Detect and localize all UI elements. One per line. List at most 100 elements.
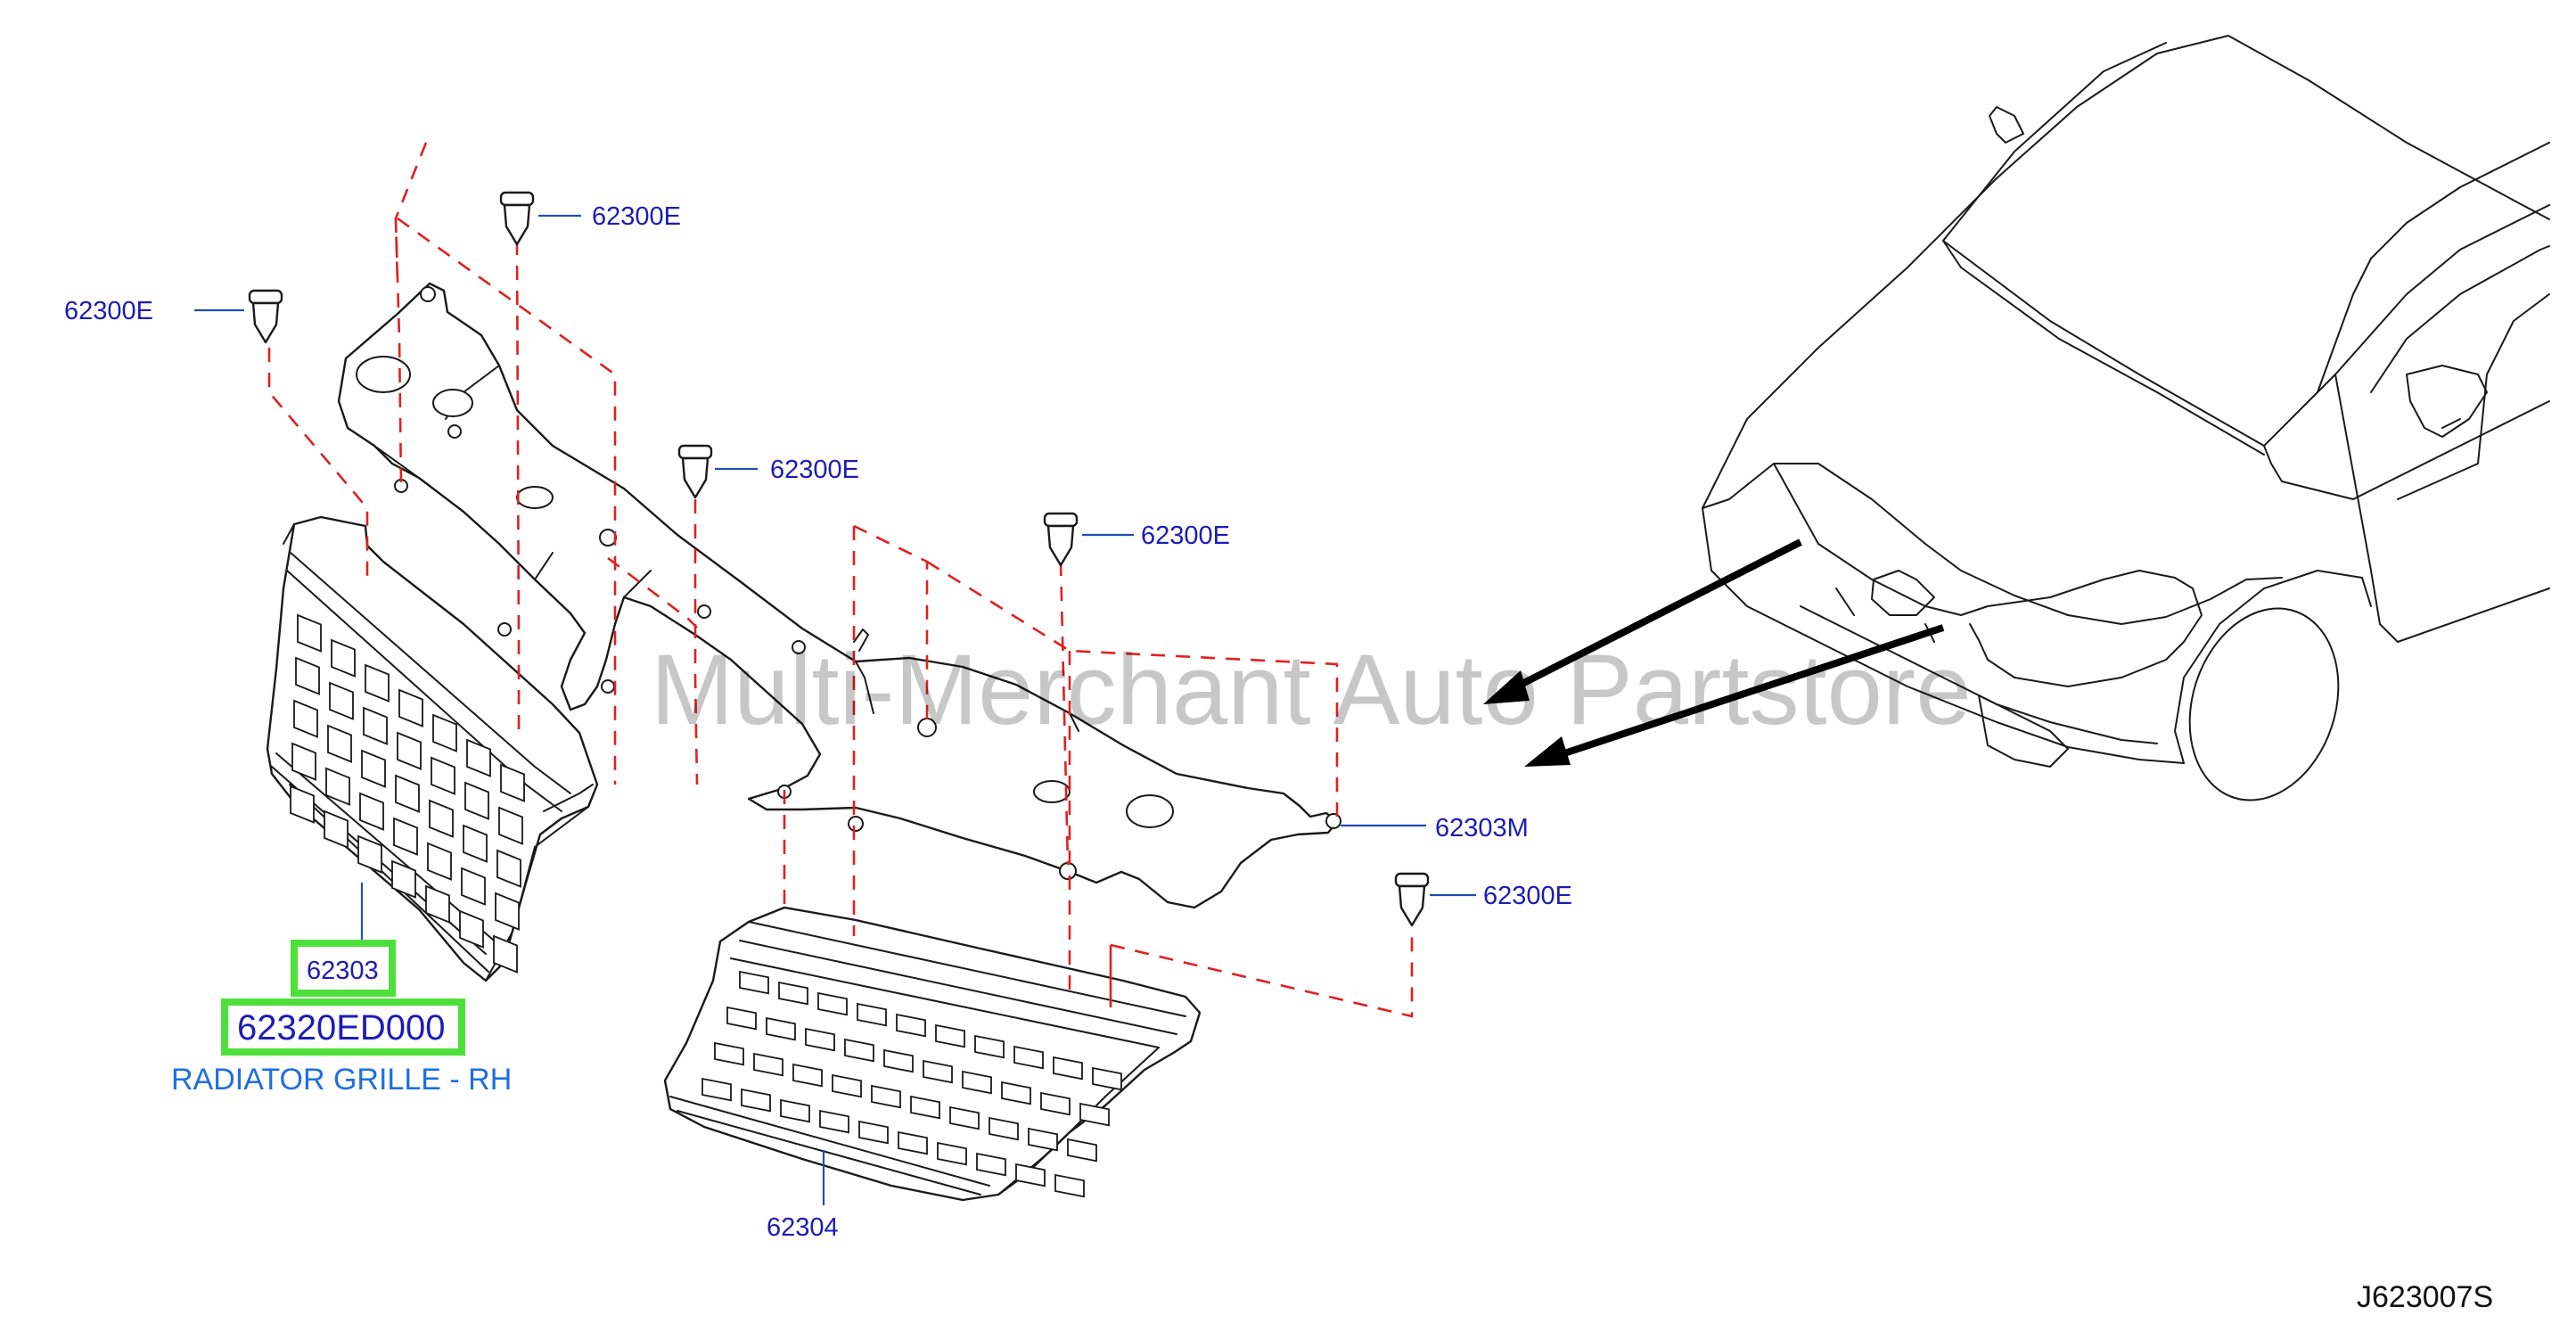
grille-cell — [898, 1130, 928, 1155]
grille-cell — [780, 1098, 810, 1123]
grille-cell — [871, 1084, 901, 1109]
grille-cell — [463, 824, 488, 863]
grille-cell — [325, 767, 350, 806]
callout-clip-top[interactable]: 62300E — [592, 202, 681, 231]
grille-cell — [896, 1013, 926, 1038]
grille-cell — [1015, 1163, 1046, 1187]
grille-cell — [817, 991, 848, 1016]
grille-cell — [329, 681, 354, 720]
clip-parts — [248, 191, 1430, 927]
grille-cell — [1092, 1066, 1122, 1091]
diagram-code: J623007S — [2357, 1280, 2493, 1314]
highlight-box-part-number — [221, 998, 465, 1056]
grille-cell — [1028, 1127, 1058, 1152]
grille-cell — [726, 1006, 757, 1031]
grille-cell — [290, 785, 315, 824]
callout-grille-rh[interactable]: 62303 — [307, 957, 379, 985]
grille-cell — [701, 1077, 732, 1102]
grille-cell — [714, 1041, 744, 1066]
grille-cell — [395, 774, 420, 813]
grille-cell — [883, 1048, 914, 1073]
callout-clip-right[interactable]: 62300E — [1483, 882, 1572, 910]
grille-cell — [293, 699, 318, 738]
grille-cell — [1079, 1102, 1110, 1127]
grille-cell — [935, 1023, 965, 1048]
callout-bracket[interactable]: 62303M — [1435, 814, 1529, 842]
grille-cell — [432, 713, 457, 752]
callout-clip-center[interactable]: 62300E — [1141, 522, 1230, 550]
highlight-box-ref — [291, 940, 396, 997]
grille-cell — [495, 892, 520, 931]
grille-cell — [398, 688, 423, 727]
grille-cell — [393, 817, 418, 856]
grille-cell — [493, 934, 518, 974]
grille-cell — [500, 763, 525, 802]
grille-cell — [976, 1152, 1006, 1177]
grille-cell — [974, 1034, 1005, 1059]
grille-cell — [923, 1059, 953, 1084]
callout-clip-mid[interactable]: 62300E — [770, 456, 859, 484]
clip-icon — [499, 191, 535, 246]
grille-cell — [496, 849, 521, 888]
part-number[interactable]: 62320ED000 — [237, 1008, 446, 1048]
grille-cell — [1001, 1081, 1031, 1105]
callout-grille-lh[interactable]: 62304 — [767, 1213, 839, 1242]
grille-cell — [857, 1002, 887, 1027]
grille-cell — [805, 1027, 835, 1052]
grille-cell — [778, 981, 808, 1006]
part-description: RADIATOR GRILLE - RH — [171, 1063, 512, 1097]
grille-cell — [425, 884, 450, 924]
grille-cell — [459, 909, 484, 949]
grille-cell — [937, 1141, 967, 1166]
grille-cell — [741, 1088, 771, 1113]
grille-cell — [327, 724, 352, 763]
grille-cell — [324, 809, 349, 849]
grille-cell — [391, 859, 416, 899]
grille-cell — [739, 970, 769, 995]
grille-cell — [466, 738, 491, 777]
grille-cell — [910, 1095, 940, 1120]
grille-lh-mesh — [701, 970, 1122, 1198]
grille-cell — [427, 842, 452, 881]
grille-cell — [363, 706, 388, 745]
grille-cell — [832, 1073, 862, 1098]
grille-cell — [297, 613, 322, 653]
radiator-grille-rh-drawing — [266, 515, 599, 982]
grille-cell — [431, 756, 455, 795]
grille-cell — [819, 1109, 849, 1134]
grille-cell — [429, 799, 454, 838]
clip-icon — [677, 444, 713, 499]
clip-icon — [248, 289, 283, 344]
grille-cell — [766, 1016, 796, 1041]
grille-cell — [359, 792, 384, 831]
grille-cell — [753, 1052, 783, 1077]
grille-cell — [331, 638, 356, 678]
grille-cell — [962, 1070, 992, 1095]
radiator-grille-lh-drawing — [663, 906, 1202, 1202]
grille-cell — [1054, 1173, 1085, 1198]
grille-cell — [1040, 1091, 1071, 1116]
grille-cell — [949, 1105, 980, 1130]
upper-bracket-drawing — [337, 282, 1341, 909]
grille-cell — [464, 781, 489, 820]
leader-lines — [194, 214, 1476, 1205]
grille-cell — [792, 1063, 823, 1088]
grille-cell — [1053, 1056, 1083, 1081]
grille-cell — [1013, 1045, 1044, 1070]
grille-cell — [498, 806, 523, 845]
watermark-text: Multi-Merchant Auto Partstore — [651, 634, 1971, 745]
grille-cell — [291, 742, 316, 781]
grille-rh-mesh — [290, 613, 525, 974]
callout-clip-left[interactable]: 62300E — [64, 297, 153, 325]
grille-cell — [461, 867, 486, 906]
grille-cell — [397, 731, 422, 770]
clip-icon — [1394, 872, 1430, 927]
direction-arrows — [1483, 538, 1945, 767]
assembly-guide-lines — [267, 142, 1414, 1018]
grille-cell — [361, 749, 386, 788]
grille-cell — [844, 1038, 874, 1063]
grille-cell — [357, 834, 382, 874]
grille-cell — [1067, 1138, 1097, 1163]
